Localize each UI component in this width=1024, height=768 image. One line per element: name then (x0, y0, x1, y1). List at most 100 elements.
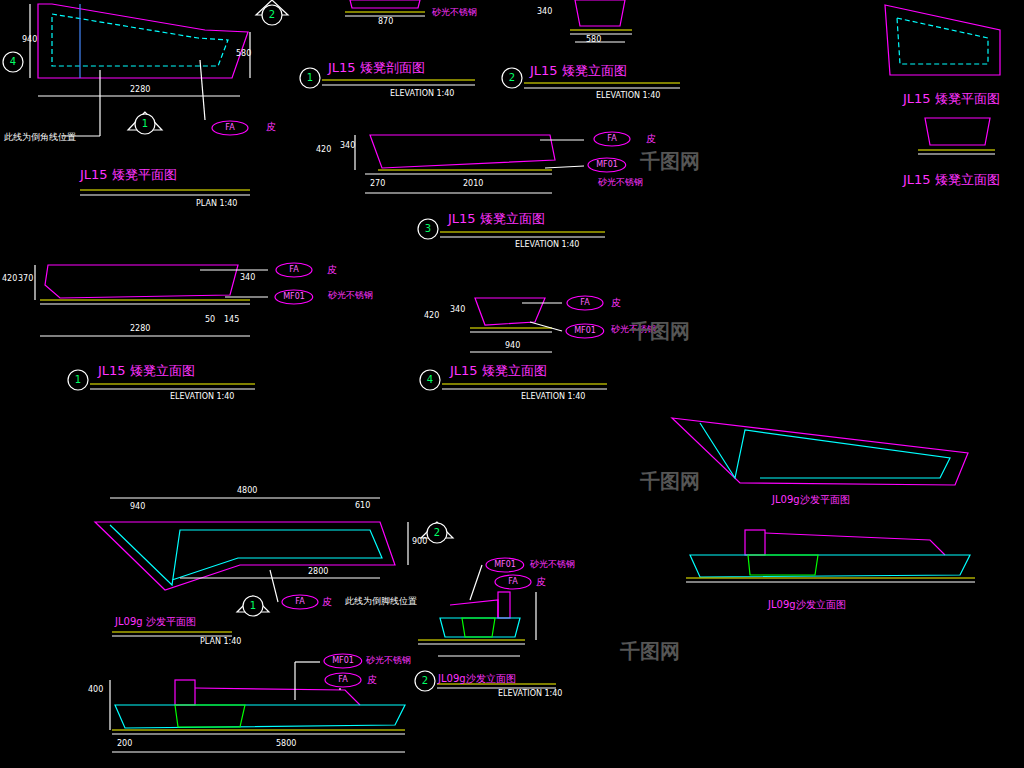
dimension-note: 400 (88, 686, 103, 695)
material-tag: MF01 (274, 289, 314, 305)
material-tag: MF01 (485, 557, 525, 573)
dimension-note: 4800 (237, 487, 257, 496)
dimension-note: 370 (18, 275, 33, 284)
drawing-title: 皮 (266, 121, 276, 132)
dimension-note: ELEVATION 1:40 (390, 90, 454, 99)
dimension-note: ELEVATION 1:40 (498, 690, 562, 699)
dimension-note: 340 (450, 306, 465, 315)
drawing-title: JL09g沙发平面图 (772, 494, 850, 505)
dimension-note: 940 (130, 503, 145, 512)
drawing-title: JL15 矮凳平面图 (80, 168, 177, 182)
dimension-note: PLAN 1:40 (196, 200, 237, 209)
section-marker: 2 (261, 4, 283, 26)
callout-number: 1 (134, 113, 156, 135)
section-marker: 1 (134, 113, 156, 135)
watermark: 千图网 (640, 150, 700, 172)
watermark: 千图网 (620, 640, 680, 662)
dimension-note: 870 (378, 18, 393, 27)
material-code: FA (324, 672, 362, 688)
material-tag: FA (494, 574, 532, 590)
section-marker: 2 (501, 67, 523, 89)
dimension-note: PLAN 1:40 (200, 638, 241, 647)
dimension-note: 940 (22, 36, 37, 45)
material-code: MF01 (323, 653, 363, 669)
dimension-note: 340 (340, 142, 355, 151)
dimension-note: 580 (236, 50, 251, 59)
material-code: FA (566, 295, 604, 311)
material-tag: FA (324, 672, 362, 688)
callout-number: 2 (261, 4, 283, 26)
callout-number: 1 (299, 67, 321, 89)
material-tag: FA (275, 262, 313, 278)
dimension-note: 此线为倒脚线位置 (345, 597, 417, 607)
section-marker: 2 (426, 522, 448, 544)
drawing-title: JL15 矮凳立面图 (450, 364, 547, 378)
drawing-title: JL15 矮凳立面图 (98, 364, 195, 378)
dimension-note: 2280 (130, 86, 150, 95)
material-tag: FA (593, 131, 631, 147)
drawing-title: 皮 (367, 674, 377, 685)
watermark: 千图网 (640, 470, 700, 492)
drawing-title: JL15 矮凳平面图 (903, 92, 1000, 106)
material-code: MF01 (485, 557, 525, 573)
material-tag: FA (281, 594, 319, 610)
callout-number: 2 (414, 670, 436, 692)
dimension-note: 270 (370, 180, 385, 189)
material-tag: MF01 (565, 323, 605, 339)
dimension-note: 580 (586, 36, 601, 45)
dimension-note: 940 (505, 342, 520, 351)
drawing-title: JL09g沙发立面图 (438, 673, 516, 684)
drawing-title: JL09g沙发立面图 (768, 599, 846, 610)
section-marker: 1 (67, 369, 89, 391)
drawing-title: JL15 矮凳立面图 (903, 173, 1000, 187)
callout-number: 2 (426, 522, 448, 544)
callout-number: 4 (419, 369, 441, 391)
dimension-note: ELEVATION 1:40 (521, 393, 585, 402)
dimension-note: 340 (537, 8, 552, 17)
material-code: FA (593, 131, 631, 147)
material-code: FA (275, 262, 313, 278)
callout-number: 1 (242, 595, 264, 617)
dimension-note: 砂光不锈钢 (366, 656, 411, 666)
dimension-note: 砂光不锈钢 (530, 560, 575, 570)
dimension-note: 50 (205, 316, 215, 325)
dimension-note: 610 (355, 502, 370, 511)
callout-number: 1 (67, 369, 89, 391)
dimension-note: 145 (224, 316, 239, 325)
dimension-note: 2280 (130, 325, 150, 334)
material-tag: MF01 (323, 653, 363, 669)
drawing-title: 皮 (327, 264, 337, 275)
dimension-note: 砂光不锈钢 (328, 291, 373, 301)
material-code: MF01 (565, 323, 605, 339)
section-marker: 4 (2, 51, 24, 73)
section-marker: 3 (417, 218, 439, 240)
material-code: FA (281, 594, 319, 610)
section-marker: 1 (299, 67, 321, 89)
dimension-note: ELEVATION 1:40 (515, 241, 579, 250)
callout-number: 4 (2, 51, 24, 73)
section-marker: 1 (242, 595, 264, 617)
drawing-title: JL15 矮凳立面图 (530, 64, 627, 78)
dimension-note: 420 (2, 275, 17, 284)
dimension-note: 砂光不锈钢 (598, 178, 643, 188)
dimension-note: 420 (424, 312, 439, 321)
dimension-note: 2010 (463, 180, 483, 189)
dimension-note: 340 (240, 274, 255, 283)
dimension-note: 200 (117, 740, 132, 749)
drawing-title: 皮 (322, 596, 332, 607)
dimension-note: 5800 (276, 740, 296, 749)
section-marker: 2 (414, 670, 436, 692)
callout-number: 3 (417, 218, 439, 240)
material-code: FA (494, 574, 532, 590)
dimension-note: ELEVATION 1:40 (596, 92, 660, 101)
drawing-title: JL15 矮凳剖面图 (328, 61, 425, 75)
dimension-note: 420 (316, 146, 331, 155)
material-tag: FA (566, 295, 604, 311)
drawing-title: JL15 矮凳立面图 (448, 212, 545, 226)
drawing-title: 皮 (646, 133, 656, 144)
callout-number: 2 (501, 67, 523, 89)
dimension-note: 砂光不锈钢 (432, 8, 477, 18)
watermark: 千图网 (630, 320, 690, 342)
dimension-note: 2800 (308, 568, 328, 577)
